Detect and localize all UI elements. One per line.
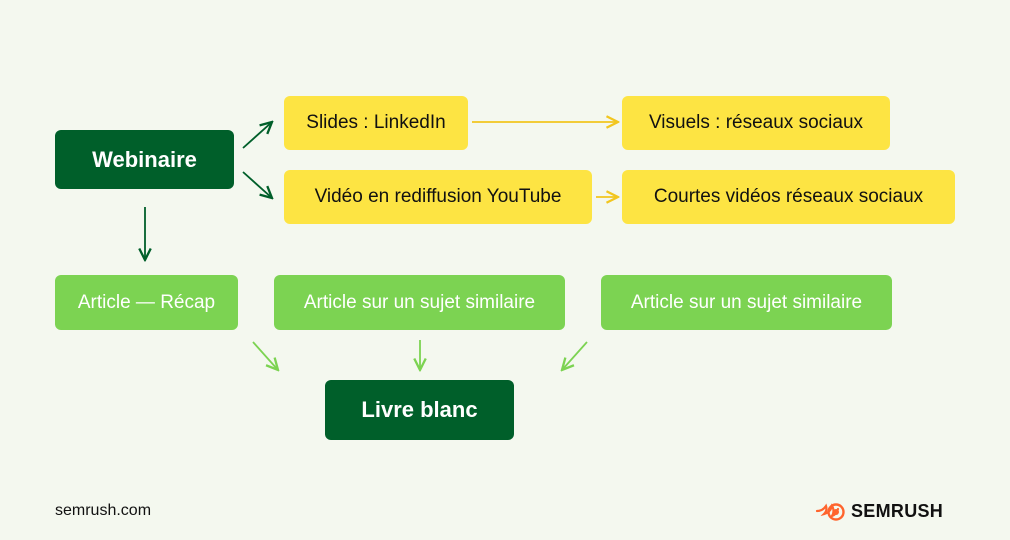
arrow-webinaire-to-video <box>242 171 272 198</box>
arrow-webinaire-to-slides <box>242 122 272 149</box>
node-webinaire: Webinaire <box>55 130 234 189</box>
arrow-recap-to-livre <box>252 341 278 370</box>
semrush-brand-text: SEMRUSH <box>851 500 944 521</box>
semrush-fire-icon <box>815 503 845 521</box>
node-article-recap: Article — Récap <box>55 275 238 330</box>
node-livre-blanc: Livre blanc <box>325 380 514 440</box>
node-video-youtube: Vidéo en rediffusion YouTube <box>284 170 592 224</box>
arrow-similaire2-to-livre <box>562 341 588 370</box>
node-article-similaire-2: Article sur un sujet similaire <box>601 275 892 330</box>
node-courtes-videos: Courtes vidéos réseaux sociaux <box>622 170 955 224</box>
footer-site-url: semrush.com <box>55 502 152 519</box>
node-visuels-reseaux-sociaux: Visuels : réseaux sociaux <box>622 96 890 150</box>
semrush-logo: SEMRUSH <box>815 500 943 522</box>
node-article-similaire-1: Article sur un sujet similaire <box>274 275 565 330</box>
node-slides-linkedin: Slides : LinkedIn <box>284 96 468 150</box>
